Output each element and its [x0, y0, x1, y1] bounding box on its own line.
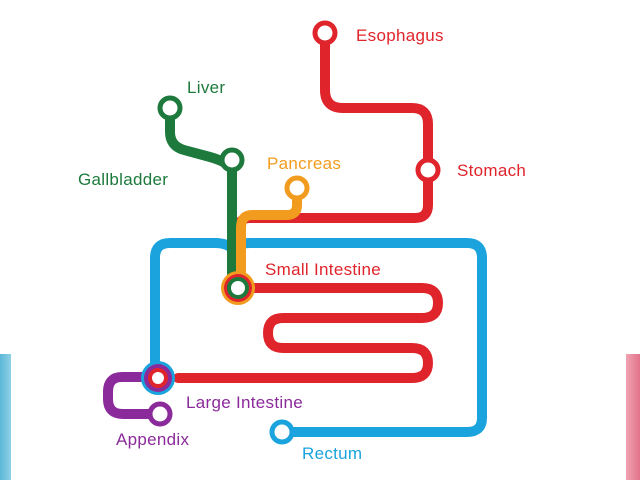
digestive-main-line — [173, 28, 443, 383]
small-intestine-label: Small Intestine — [265, 260, 381, 279]
appendix-station — [147, 401, 173, 427]
appendix-line — [103, 372, 163, 419]
large-intestine-interchange — [141, 361, 175, 395]
stomach-label: Stomach — [457, 161, 526, 180]
stomach-station — [415, 157, 441, 183]
liver-station — [157, 95, 183, 121]
rectum-station — [269, 419, 295, 445]
appendix-label: Appendix — [116, 430, 189, 449]
pancreas-station — [284, 175, 310, 201]
pancreas-label: Pancreas — [267, 154, 341, 173]
left-edge-decoration — [0, 354, 11, 480]
large-intestine-label: Large Intestine — [186, 393, 303, 412]
small-intestine-interchange — [221, 271, 255, 305]
rectum-label: Rectum — [302, 444, 362, 463]
gallbladder-station — [219, 147, 245, 173]
gallbladder-label: Gallbladder — [78, 170, 168, 189]
esophagus-station — [312, 20, 338, 46]
esophagus-label: Esophagus — [356, 26, 444, 45]
right-edge-decoration — [626, 354, 640, 480]
pancreas-line — [236, 183, 302, 291]
liver-label: Liver — [187, 78, 225, 97]
liver-line — [165, 103, 237, 291]
